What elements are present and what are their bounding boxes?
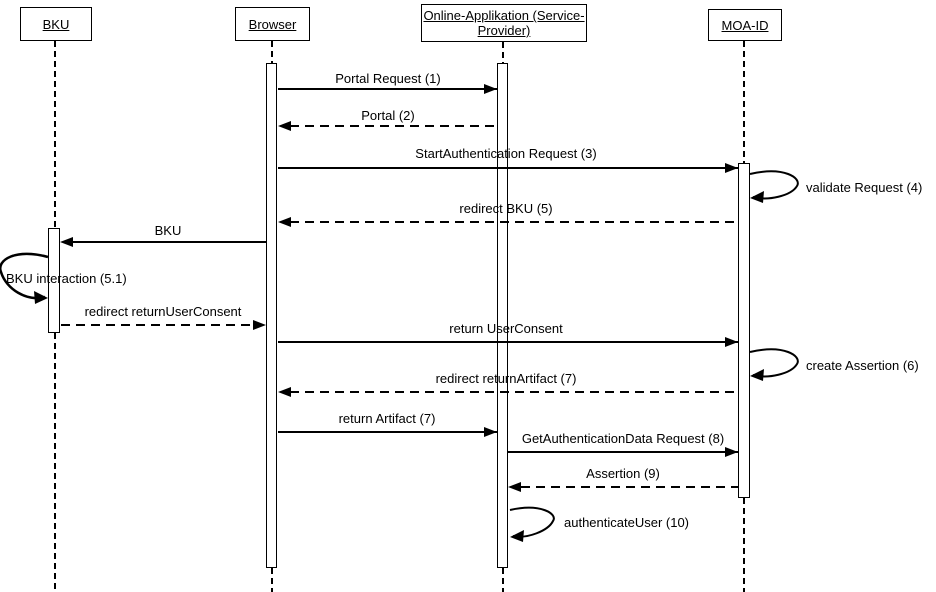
self-loop-create-assertion [749,348,799,378]
arrowhead-left-icon [278,217,291,227]
lifeline-bku-upper [54,41,56,228]
lifeline-online-applikation-lower [502,568,504,592]
arrowhead-right-icon [484,84,497,94]
activation-bar-online-applikation [497,63,508,568]
message-label: BKU [154,223,182,238]
self-loop-validate-request [749,170,799,200]
message-label: redirect returnUserConsent [84,304,242,319]
message-label: Portal Request (1) [335,71,441,86]
self-message-label-create-assertion: create Assertion (6) [806,358,919,373]
actor-box-browser: Browser [235,7,310,41]
lifeline-online-applikation-upper [502,42,504,63]
activation-bar-moa-id [738,163,750,498]
message-line [290,391,738,393]
message-line [521,486,738,488]
arrowhead-right-icon [484,427,497,437]
activation-bar-browser [266,63,277,568]
self-message-label-validate-request: validate Request (4) [806,180,923,195]
message-line [278,167,738,169]
actor-label-bku: BKU [42,16,70,32]
arrowhead-left-icon [510,530,524,542]
self-message-label-bku-interaction: BKU interaction (5.1) [6,271,127,286]
lifeline-moa-id-upper [743,41,745,163]
arrowhead-right-icon [34,291,48,304]
message-label: redirect returnArtifact (7) [435,371,577,386]
actor-label-moa-id: MOA-ID [721,17,769,33]
message-line [61,324,253,326]
message-line [290,221,738,223]
self-loop-authenticate-user [509,506,555,538]
actor-label-browser: Browser [248,16,297,32]
actor-box-online-applikation: Online-Applikation (Service- Provider) [421,4,587,42]
arrowhead-left-icon [508,482,521,492]
message-label: return Artifact (7) [338,411,436,426]
message-line [278,88,497,90]
arrowhead-right-icon [725,163,738,173]
lifeline-browser-lower [271,568,273,592]
actor-box-moa-id: MOA-ID [708,9,782,41]
arrowhead-left-icon [60,237,73,247]
message-line [72,241,266,243]
actor-label-online-applikation-line1: Online-Applikation (Service- [423,8,585,23]
actor-box-bku: BKU [20,7,92,41]
arrowhead-right-icon [725,337,738,347]
arrowhead-left-icon [278,387,291,397]
actor-label-online-applikation-line2: Provider) [477,23,531,38]
lifeline-moa-id-lower [743,498,745,592]
lifeline-bku-lower [54,333,56,592]
arrowhead-left-icon [278,121,291,131]
activation-bar-bku [48,228,60,333]
message-label: Assertion (9) [586,466,660,481]
self-message-label-authenticate-user: authenticateUser (10) [564,515,690,530]
message-line [278,431,497,433]
lifeline-browser-upper [271,41,273,63]
message-label: redirect BKU (5) [459,201,553,216]
arrowhead-right-icon [253,320,266,330]
message-label: return UserConsent [449,321,563,336]
message-label: GetAuthenticationData Request (8) [521,431,725,446]
message-line [290,125,497,127]
message-line [508,451,738,453]
arrowhead-left-icon [750,369,764,381]
message-label: Portal (2) [361,108,415,123]
message-label: StartAuthentication Request (3) [415,146,597,161]
arrowhead-right-icon [725,447,738,457]
message-line [278,341,738,343]
arrowhead-left-icon [750,191,764,203]
